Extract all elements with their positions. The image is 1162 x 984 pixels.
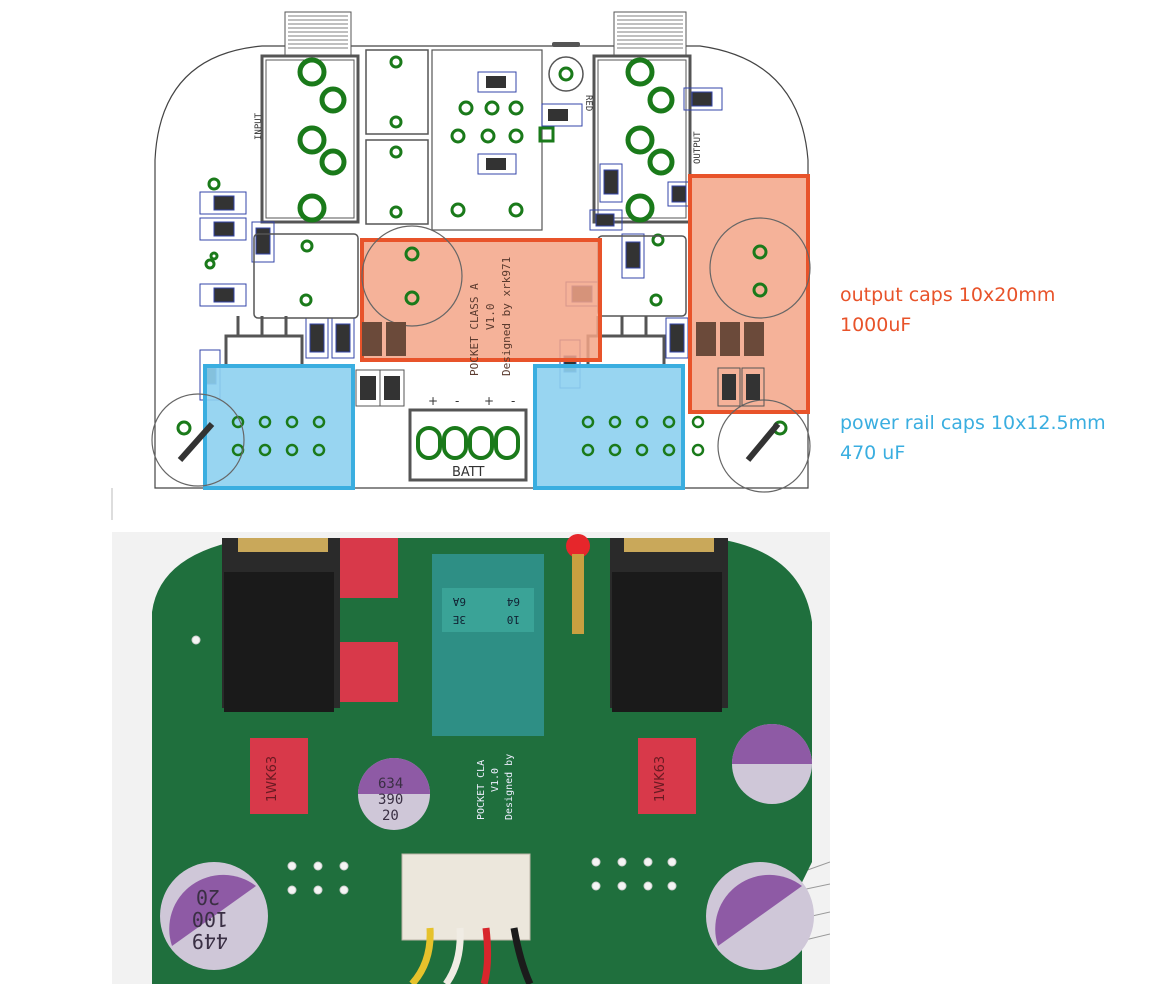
red-led-label: RED xyxy=(583,95,593,111)
rail-cap-mark-1: 20 xyxy=(196,885,220,909)
input-jack-shaft xyxy=(284,11,352,57)
board-silkscreen-text: POCKET CLASS A V1.0 Designed by xrk971 xyxy=(468,257,513,376)
rail-caps-highlight xyxy=(203,364,705,490)
rail-cap-mark-3: 449 xyxy=(192,929,228,953)
film-cap-mark-left: 1WK63 xyxy=(265,756,280,802)
mosfet-left xyxy=(224,233,359,368)
svg-text:-: - xyxy=(455,394,459,408)
film-cap-c1b xyxy=(365,139,429,225)
output-caps-highlight xyxy=(360,174,811,414)
film-cap-c1a xyxy=(365,49,429,135)
svg-text:-: - xyxy=(511,394,515,408)
input-jack xyxy=(260,54,360,224)
output-jack-shaft xyxy=(613,11,687,57)
photo-silk-1: POCKET CLA xyxy=(476,760,487,820)
small-via-pads xyxy=(204,177,665,307)
caps-c4-c5 xyxy=(355,367,765,407)
rail-caps-annotation: power rail caps 10x12.5mm 470 uF xyxy=(840,408,1106,468)
svg-text:+: + xyxy=(428,394,438,408)
batt-label: BATT xyxy=(452,465,485,480)
board-designer: Designed by xrk971 xyxy=(500,257,513,376)
led-footprint xyxy=(538,42,584,143)
output-label: OUTPUT xyxy=(693,131,703,164)
photo-silk-3: Designed by xyxy=(504,754,515,820)
battery-connector: + - + - xyxy=(408,394,528,482)
module-mark-4: 10 xyxy=(507,613,520,626)
output-caps-annotation: output caps 10x20mm 1000uF xyxy=(840,280,1055,340)
output-caps-value: 1000uF xyxy=(840,314,912,336)
board-title: POCKET CLASS A xyxy=(468,283,481,376)
rail-cap-c3a xyxy=(151,393,245,487)
output-cap-mark-1: 634 xyxy=(378,776,403,792)
output-caps-size: output caps 10x20mm xyxy=(840,284,1056,306)
module-mark-3: 64 xyxy=(506,595,520,608)
photo-silk-2: V1.0 xyxy=(490,768,501,792)
output-cap-mark-3: 20 xyxy=(382,808,399,824)
assembled-board-photo: 1WK63 1WK63 6A 3E 64 10 POCKET CLA V1.0 … xyxy=(112,532,830,984)
svg-text:+: + xyxy=(484,394,494,408)
module-mark-1: 6A xyxy=(452,595,466,608)
rail-caps-value: 470 uF xyxy=(840,442,906,464)
board-version: V1.0 xyxy=(484,304,497,331)
film-cap-mark-right: 1WK63 xyxy=(653,756,668,802)
module-mark-2: 3E xyxy=(453,613,466,626)
rail-caps-size: power rail caps 10x12.5mm xyxy=(840,412,1106,434)
output-jack xyxy=(592,54,692,224)
potentiometer-footprint xyxy=(431,49,543,231)
pcb-layout-diagram: INPUT OUTPUT xyxy=(111,11,811,520)
rail-cap-mark-2: 100 xyxy=(192,907,228,931)
input-label: INPUT xyxy=(254,112,264,140)
output-cap-mark-2: 390 xyxy=(378,792,403,808)
